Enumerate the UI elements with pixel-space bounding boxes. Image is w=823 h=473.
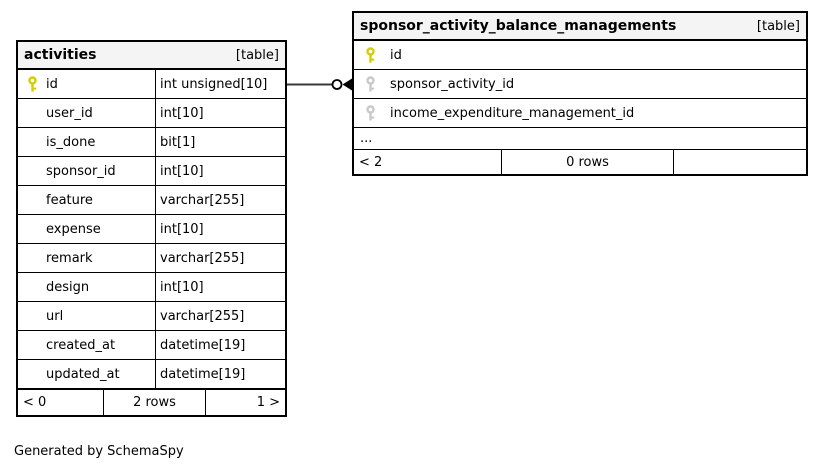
- column-row-id: id int unsigned[10]: [18, 70, 285, 99]
- foreign-key-icon: [364, 104, 376, 122]
- column-row-updated-at: updated_at datetime[19]: [18, 360, 285, 389]
- column-name: remark: [46, 250, 93, 266]
- table-header: sponsor_activity_balance_managements [ta…: [354, 13, 806, 41]
- footer-row-count: 0 rows: [502, 150, 674, 174]
- column-type: int[10]: [160, 163, 204, 179]
- foreign-key-icon: [364, 75, 376, 93]
- column-name: id: [390, 47, 402, 63]
- column-name: income_expenditure_management_id: [390, 105, 635, 121]
- column-name: user_id: [46, 105, 93, 121]
- footer-parents-count: [674, 150, 806, 174]
- column-name: updated_at: [46, 366, 120, 382]
- footer-row-count: 2 rows: [104, 390, 206, 415]
- column-type: int[10]: [160, 105, 204, 121]
- column-type: varchar[255]: [160, 192, 245, 208]
- column-row-id: id: [354, 41, 806, 70]
- table-footer: < 0 2 rows 1 >: [18, 389, 285, 415]
- primary-key-icon: [26, 75, 38, 93]
- column-row-design: design int[10]: [18, 273, 285, 302]
- column-row-expense: expense int[10]: [18, 215, 285, 244]
- column-row-sponsor-id: sponsor_id int[10]: [18, 157, 285, 186]
- column-row-feature: feature varchar[255]: [18, 186, 285, 215]
- column-row-income-expenditure-management-id: income_expenditure_management_id: [354, 99, 806, 128]
- column-name: design: [46, 279, 90, 295]
- column-name: is_done: [46, 134, 96, 150]
- primary-key-icon: [364, 46, 376, 64]
- column-type: bit[1]: [160, 134, 196, 150]
- table-name[interactable]: activities: [24, 47, 97, 63]
- column-name: sponsor_id: [46, 163, 116, 179]
- generated-by-note: Generated by SchemaSpy: [14, 444, 184, 459]
- table-activities: activities [table] id int unsigned[10] u…: [16, 40, 287, 417]
- column-type: datetime[19]: [160, 337, 246, 353]
- table-kind-label: [table]: [235, 47, 279, 63]
- column-name: feature: [46, 192, 93, 208]
- column-name: expense: [46, 221, 101, 237]
- column-type: varchar[255]: [160, 308, 245, 324]
- column-name: created_at: [46, 337, 116, 353]
- table-sponsor-activity-balance-managements: sponsor_activity_balance_managements [ta…: [352, 11, 808, 176]
- column-row-user-id: user_id int[10]: [18, 99, 285, 128]
- column-name: id: [46, 76, 58, 92]
- footer-parents-count: 1 >: [256, 395, 280, 410]
- column-type: int unsigned[10]: [160, 76, 268, 92]
- column-name: sponsor_activity_id: [390, 76, 515, 92]
- column-type: int[10]: [160, 221, 204, 237]
- table-footer: < 2 0 rows: [354, 150, 806, 174]
- footer-children-count: < 0: [18, 390, 104, 415]
- column-row-is-done: is_done bit[1]: [18, 128, 285, 157]
- column-row-sponsor-activity-id: sponsor_activity_id: [354, 70, 806, 99]
- table-header: activities [table]: [18, 42, 285, 70]
- connector-crowfoot-arrow: [342, 78, 352, 91]
- column-row-url: url varchar[255]: [18, 302, 285, 331]
- table-name[interactable]: sponsor_activity_balance_managements: [360, 18, 677, 34]
- column-type: int[10]: [160, 279, 204, 295]
- column-row-remark: remark varchar[255]: [18, 244, 285, 273]
- connector-zero-circle: [331, 79, 343, 90]
- columns-ellipsis: ...: [354, 128, 806, 150]
- footer-children-count: < 2: [354, 150, 502, 174]
- relationship-connector: [287, 78, 352, 91]
- table-kind-label: [table]: [756, 18, 800, 34]
- column-row-created-at: created_at datetime[19]: [18, 331, 285, 360]
- column-name: url: [46, 308, 64, 324]
- column-type: varchar[255]: [160, 250, 245, 266]
- column-type: datetime[19]: [160, 366, 246, 382]
